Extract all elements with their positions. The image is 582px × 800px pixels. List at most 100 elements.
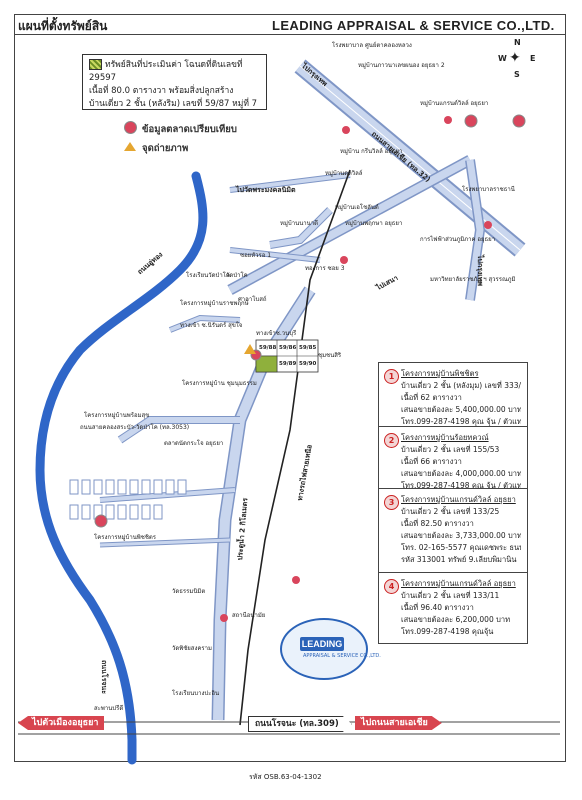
comparable-title-3: โครงการหมู่บ้านแกรนด์วิลล์ อยุธยา: [401, 495, 516, 504]
place-label: ถนนสายคลองสระบัว-วัดป่าโค (ทล.3053): [80, 424, 190, 431]
compass: N W E S ✦: [498, 38, 538, 80]
comparable-title-4: โครงการหมู่บ้านแกรนด์วิลล์ อยุธยา: [401, 579, 516, 588]
place-label: โครงการหมู่บ้านพร้อมสุข: [84, 412, 150, 419]
photo-marker: [244, 344, 256, 354]
place-label: โครงการหมู่บ้าน ชุมนุมธรรม: [182, 380, 257, 387]
comparable-line: เสนอขายต้องละ 3,733,000.00 บาท: [401, 531, 521, 540]
place-label: โรงพยาบาล ศูนย์ตาคลองหลวง: [332, 42, 412, 49]
map-title: แผนที่ตั้งทรัพย์สิน: [18, 19, 108, 33]
compass-n: N: [514, 38, 521, 47]
housing-plots: [69, 479, 187, 520]
compass-e: E: [530, 54, 536, 63]
place-label: การไฟฟ้าส่วนภูมิภาค อยุธยา: [420, 236, 496, 243]
comparable-marker-3: [464, 114, 478, 128]
road-label: ไปกรุงเทพ: [476, 255, 484, 287]
comparable-line: บ้านเดี่ยว 2 ชั้น เลขที่ 155/53: [401, 445, 500, 454]
logo-subtitle: APPRAISAL & SERVICE CO.,LTD.: [303, 653, 381, 659]
place-label: ทางเข้า ซ.นิรันดร์ สุขใจ: [180, 322, 243, 329]
compass-w: W: [498, 54, 507, 63]
place-label: ทางเข้าซ.วนบุรี: [256, 330, 297, 337]
subject-plot: [255, 355, 278, 373]
place-label: หมู่บ้านนานาดี: [280, 220, 319, 227]
place-label: โรงพยาบาลราชธานี: [462, 186, 515, 193]
comparable-line: บ้านเดี่ยว 2 ชั้น เลขที่ 133/25: [401, 507, 500, 516]
comparable-box-2: 2 โครงการหมู่บ้านร้อยทควณ์ บ้านเดี่ยว 2 …: [378, 426, 528, 498]
comparable-line: รหัส 313001 ทรัพย์ 9.เลียบพิมานิน: [401, 555, 517, 564]
place-label: ศาลาโบสถ์: [238, 296, 267, 303]
place-label: หมู่บ้านเอโชลันด์: [335, 204, 379, 211]
plot-number: 59/90: [299, 361, 317, 367]
place-label: โรงเรียนบางปะอิน: [172, 690, 220, 697]
place-label: มหาวิทยาลัยราชภัฏ ฯ สุวรรณภูมิ: [430, 276, 516, 283]
plot-number: 59/88: [259, 345, 277, 351]
plot-number: 59/89: [279, 361, 297, 367]
place-label: หมู่บ้านพฤกษา อยุธยา: [345, 220, 403, 227]
river: [35, 171, 208, 765]
comparable-line: เนื้อที่ 66 ตารางวา: [401, 457, 462, 466]
comparable-line: เนื้อที่ 82.50 ตารางวา: [401, 519, 474, 528]
place-label: หมู่บ้านภาวนาเลขผนอง อยุธยา 2: [358, 62, 445, 69]
place-label: ชุมชนสิริ: [318, 352, 342, 359]
comparable-line: เนื้อที่ 62 ตารางวา: [401, 393, 462, 402]
place-label: หมู่บ้าน กรีนวิลล์ อยุธยา: [340, 148, 403, 155]
comparable-num-1: 1: [384, 369, 399, 384]
compass-rose-icon: ✦: [509, 50, 521, 66]
comparable-line: โทร.099-287-4198 คุณ จุ้น / ตัวแทนขาย: [401, 417, 521, 426]
comparable-line: โทร. 02-165-5577 คุณเดชพระ ธนบูรณ์: [401, 543, 521, 552]
comparable-num-4: 4: [384, 579, 399, 594]
road-label: ไปวัดพระมงคลนิมิต: [236, 186, 296, 194]
compass-s: S: [514, 70, 520, 79]
comparable-box-4: 4 โครงการหมู่บ้านแกรนด์วิลล์ อยุธยา บ้าน…: [378, 572, 528, 644]
to-asia-arrow: ไปถนนสายเอเชีย: [355, 716, 442, 730]
place-label: หมู่บ้านดลวิลล์: [325, 170, 363, 177]
comparable-marker-1: [94, 514, 108, 528]
to-ayutthaya-arrow: ไปตัวเมืองอยุธยา: [18, 716, 105, 730]
place-pins: [220, 116, 492, 622]
comparable-line: บ้านเดี่ยว 2 ชั้น (หลังมุม) เลขที่ 333/7…: [401, 381, 521, 390]
comparable-line: โทร.099-287-4198 คุณจุ้น: [401, 627, 494, 636]
comparable-box-1: 1 โครงการหมู่บ้านพิชชิตร บ้านเดี่ยว 2 ชั…: [378, 362, 528, 436]
railway: [239, 169, 351, 726]
document-code: รหัส OSB.63-04-1302: [249, 773, 322, 781]
place-label: สถานีอนามัย: [232, 612, 266, 619]
comparable-line: โทร.099-287-4198 คุณ จุ้น / ตัวแทนขาย: [401, 481, 521, 490]
comparable-line: เสนอขายต้องละ 5,400,000.00 บาท: [401, 405, 521, 414]
map-frame: [14, 14, 566, 762]
header-divider: [14, 34, 566, 35]
subject-line-3: บ้านเดี่ยว 2 ชั้น (หลังริม) เลขที่ 59/87…: [89, 99, 258, 109]
place-label: หมู่บ้านแกรนด์วิลล์ อยุธยา: [420, 100, 489, 107]
comparable-marker-4: [512, 114, 526, 128]
plot-number: 59/86: [279, 345, 297, 351]
company-name: LEADING APPRAISAL & SERVICE CO.,LTD.: [272, 18, 555, 33]
comparable-line: บ้านเดี่ยว 2 ชั้น เลขที่ 133/11: [401, 591, 500, 600]
place-label: ซอยหัวรอ 1: [240, 252, 272, 259]
subject-swatch: [89, 59, 102, 70]
legend-comparable-icon: [124, 121, 137, 134]
place-label: โครงการหมู่บ้านพิชชิตร: [94, 534, 157, 541]
logo-name: LEADING: [300, 637, 344, 651]
place-label: โรงเรียนวัดป่าโค: [186, 272, 230, 279]
place-label: สะพานปรีดี: [94, 705, 124, 712]
legend-photo-label: จุดถ่ายภาพ: [142, 143, 189, 154]
rojana-road-label: ถนนโรจนะ (ทล.309): [248, 716, 352, 732]
subject-line-1: ทรัพย์สินที่ประเมินค่า โฉนดที่ดินเลขที่ …: [89, 59, 243, 83]
place-label: วัดป่าโค: [226, 272, 248, 279]
legend-comparable-label: ข้อมูลตลาดเปรียบเทียบ: [142, 124, 237, 135]
place-label: วัดพิชัยสงคราม: [172, 645, 212, 652]
comparable-num-2: 2: [384, 433, 399, 448]
plot-number: 59/85: [299, 345, 317, 351]
place-label: ตลาดนัดกระโจ อยุธยา: [164, 440, 224, 447]
comparable-title-2: โครงการหมู่บ้านร้อยทควณ์: [401, 433, 489, 442]
place-label: โครงการหมู่บ้านราชพฤกษ์: [180, 300, 249, 307]
subject-line-2: เนื้อที่ 80.0 ตารางวา พร้อมสิ่งปลูกสร้าง: [89, 86, 234, 96]
place-label: ทองการ ซอย 3: [305, 265, 345, 272]
comparable-box-3: 3 โครงการหมู่บ้านแกรนด์วิลล์ อยุธยา บ้าน…: [378, 488, 528, 574]
comparable-line: เนื้อที่ 96.40 ตารางวา: [401, 603, 474, 612]
comparable-num-3: 3: [384, 495, 399, 510]
road-label: ถนนโรจนะ: [100, 660, 108, 694]
place-label: วัดธรรมนิมิต: [172, 588, 206, 595]
subject-property-box: ทรัพย์สินที่ประเมินค่า โฉนดที่ดินเลขที่ …: [82, 54, 267, 110]
comparable-title-1: โครงการหมู่บ้านพิชชิตร: [401, 369, 479, 378]
legend-photo-icon: [124, 142, 136, 151]
